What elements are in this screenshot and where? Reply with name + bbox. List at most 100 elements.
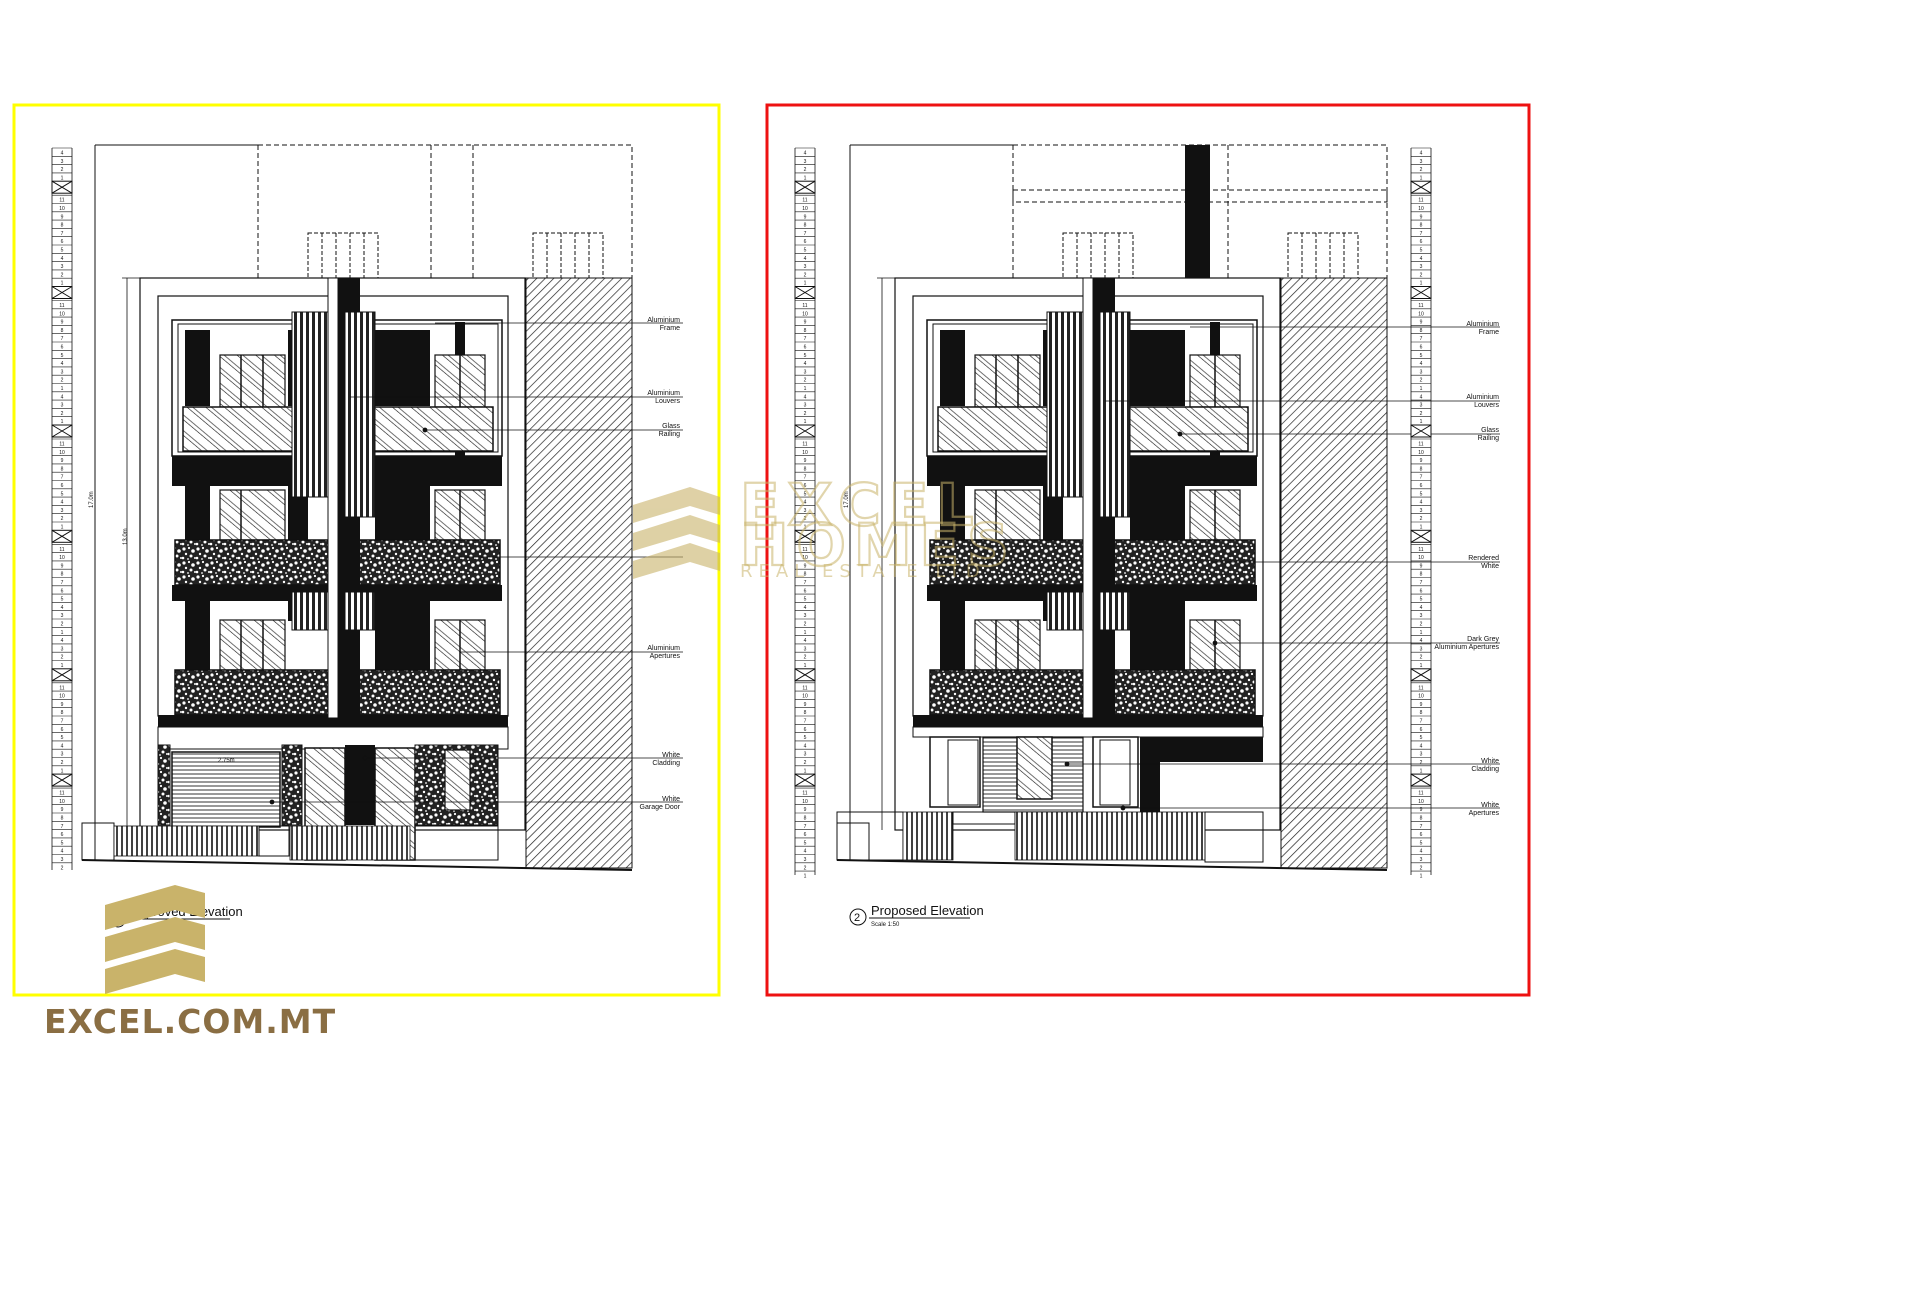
approved-label-apertures-1: Aluminium	[647, 645, 680, 652]
ruler-number: 8	[61, 572, 64, 578]
approved-ruler-left: 4321111098765432111109876543214321111098…	[51, 147, 73, 871]
ruler-number: 10	[59, 694, 65, 700]
ruler-number: 8	[804, 572, 807, 578]
ruler-number: 3	[61, 613, 64, 619]
ruler-number: 9	[61, 320, 64, 326]
ruler-number: 4	[1420, 849, 1423, 855]
ruler-number: 11	[59, 198, 64, 204]
ruler-number: 6	[804, 727, 807, 733]
ruler-number: 6	[1420, 345, 1423, 351]
watermark-line1: EXCEL	[740, 471, 981, 539]
ruler-number: 7	[804, 580, 807, 586]
ruler-number: 6	[804, 483, 807, 489]
ruler-number: 7	[1420, 824, 1423, 830]
ruler-number: 9	[804, 702, 807, 708]
proposed-label-cladding-2: Cladding	[1471, 766, 1499, 773]
ruler-number: 4	[61, 849, 64, 855]
ruler-number: 3	[61, 752, 64, 758]
ruler-number: 4	[804, 638, 807, 644]
ruler-number: 6	[1420, 483, 1423, 489]
ruler-number: 3	[1420, 508, 1423, 514]
ruler-number: 11	[802, 303, 807, 309]
approved-dim-inner: 13.0m	[123, 528, 129, 545]
ruler-number: 3	[1420, 264, 1423, 270]
ruler-number: 8	[1420, 710, 1423, 716]
ruler-number: 2	[804, 272, 807, 278]
ruler-number: 1	[804, 525, 807, 531]
ruler-number: 10	[59, 206, 65, 212]
ruler-number: 10	[802, 311, 808, 317]
ruler-number: 5	[61, 840, 64, 846]
ruler-number: 8	[1420, 223, 1423, 229]
ruler-number: 6	[1420, 239, 1423, 245]
ruler-number: 5	[61, 248, 64, 254]
proposed-label-railing-1: Glass	[1481, 427, 1499, 434]
ruler-number: 1	[1420, 525, 1423, 531]
proposed-label-apertures-1: Dark Grey	[1467, 636, 1499, 643]
ruler-number: 1	[1420, 768, 1423, 774]
approved-label-frame-2: Frame	[660, 325, 680, 332]
ruler-number: 3	[804, 613, 807, 619]
ruler-number: 5	[804, 597, 807, 603]
approved-label-cladding-1: White	[662, 752, 680, 759]
ruler-number: 2	[1420, 516, 1423, 522]
ruler-number: 1	[61, 768, 64, 774]
ruler-number: 5	[804, 735, 807, 741]
proposed-frame	[765, 103, 1531, 997]
ruler-number: 2	[1420, 411, 1423, 417]
ruler-number: 3	[61, 857, 64, 863]
ruler-number: 8	[804, 223, 807, 229]
proposed-label-rendered-2: White	[1481, 563, 1499, 570]
ruler-number: 3	[804, 857, 807, 863]
proposed-label-louvers-1: Aluminium	[1466, 394, 1499, 401]
ruler-number: 10	[1418, 206, 1424, 212]
ruler-number: 11	[59, 442, 64, 448]
watermark-line3: REAL ESTATE LTD	[740, 561, 986, 582]
approved-label-louvers-1: Aluminium	[647, 390, 680, 397]
proposed-dim-total: 17.0m	[844, 491, 850, 508]
proposed-ruler-left: 4321111098765432111109876543214321111098…	[794, 147, 816, 880]
ruler-number: 9	[61, 214, 64, 220]
approved-label-railing-1: Glass	[662, 423, 680, 430]
ruler-number: 7	[61, 824, 64, 830]
ruler-number: 4	[804, 605, 807, 611]
approved-label-garage-2: Garage Door	[640, 804, 681, 811]
approved-frame	[12, 103, 721, 997]
ruler-number: 1	[804, 175, 807, 181]
ruler-number: 8	[61, 328, 64, 334]
proposed-label-railing-2: Railing	[1478, 435, 1500, 442]
ruler-number: 7	[61, 580, 64, 586]
ruler-number: 1	[1420, 663, 1423, 669]
ruler-number: 8	[1420, 328, 1423, 334]
ruler-number: 11	[1418, 198, 1423, 204]
proposed-title-number: 2	[854, 912, 860, 924]
ruler-number: 3	[1420, 159, 1423, 165]
ruler-number: 7	[804, 231, 807, 237]
ruler-number: 1	[61, 386, 64, 392]
ruler-number: 2	[61, 167, 64, 173]
approved-elevation-drawing: 4321111098765432111109876543214321111098…	[51, 144, 683, 928]
ruler-number: 8	[804, 466, 807, 472]
ruler-number: 9	[804, 214, 807, 220]
ruler-number: 8	[804, 710, 807, 716]
ruler-number: 4	[804, 394, 807, 400]
ruler-number: 10	[802, 799, 808, 805]
ruler-number: 3	[804, 508, 807, 514]
proposed-label-white-apertures-1: White	[1481, 802, 1499, 809]
excel-logo-icon	[105, 885, 205, 994]
ruler-number: 9	[61, 702, 64, 708]
ruler-number: 11	[1418, 442, 1423, 448]
ruler-number: 2	[61, 622, 64, 628]
approved-label-apertures-2: Apertures	[650, 653, 681, 660]
ruler-number: 5	[61, 597, 64, 603]
watermark-line2: HOMES	[740, 511, 1017, 579]
ruler-number: 8	[804, 328, 807, 334]
ruler-number: 4	[804, 849, 807, 855]
ruler-number: 2	[1420, 655, 1423, 661]
proposed-title: Proposed Elevation	[871, 903, 984, 918]
ruler-number: 2	[804, 655, 807, 661]
ruler-number: 1	[1420, 874, 1423, 880]
proposed-label-apertures-2: Aluminium Apertures	[1434, 644, 1499, 651]
ruler-number: 7	[804, 719, 807, 725]
approved-dim-door: 2.75m	[218, 758, 235, 764]
